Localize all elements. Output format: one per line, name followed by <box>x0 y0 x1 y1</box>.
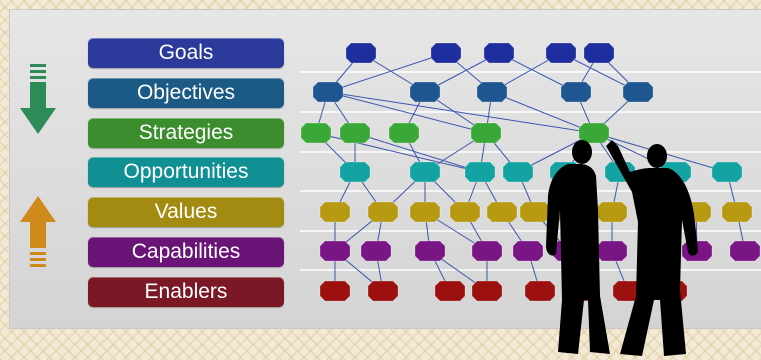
network-node-values <box>519 201 551 223</box>
layer-label-goals: Goals <box>88 38 284 68</box>
network-connector <box>354 132 481 173</box>
network-node-goals <box>483 42 515 64</box>
network-node-enablers <box>434 280 466 302</box>
network-node-values <box>721 201 753 223</box>
network-node-capabilities <box>471 240 503 262</box>
network-node-goals <box>430 42 462 64</box>
layer-label-values: Values <box>88 197 284 227</box>
network-node-values <box>319 201 351 223</box>
network-node-objectives <box>476 81 508 103</box>
network-connector <box>327 91 487 134</box>
network-node-capabilities <box>360 240 392 262</box>
network-node-objectives <box>560 81 592 103</box>
network-connector <box>327 91 595 134</box>
layer-label-objectives: Objectives <box>88 78 284 108</box>
network-node-goals <box>545 42 577 64</box>
network-node-strategies <box>578 122 610 144</box>
network-node-objectives <box>622 81 654 103</box>
person-right-silhouette <box>606 140 698 356</box>
network-node-opportunities <box>464 161 496 183</box>
layer-label-capabilities: Capabilities <box>88 237 284 267</box>
network-node-strategies <box>300 122 332 144</box>
network-node-capabilities <box>729 240 761 262</box>
network-node-values <box>367 201 399 223</box>
network-connector <box>327 52 447 93</box>
network-node-objectives <box>409 81 441 103</box>
network-node-opportunities <box>502 161 534 183</box>
network-node-capabilities <box>512 240 544 262</box>
network-node-enablers <box>319 280 351 302</box>
network-node-values <box>449 201 481 223</box>
network-node-opportunities <box>339 161 371 183</box>
network-node-capabilities <box>414 240 446 262</box>
network-node-opportunities <box>711 161 743 183</box>
layer-label-opportunities: Opportunities <box>88 157 284 187</box>
layer-label-strategies: Strategies <box>88 118 284 148</box>
network-node-goals <box>583 42 615 64</box>
network-node-opportunities <box>409 161 441 183</box>
arrow-up-icon <box>20 196 56 267</box>
network-node-values <box>486 201 518 223</box>
network-node-capabilities <box>319 240 351 262</box>
network-node-enablers <box>471 280 503 302</box>
network-node-objectives <box>312 81 344 103</box>
arrow-down-icon <box>20 64 56 134</box>
network-node-enablers <box>367 280 399 302</box>
layer-label-enablers: Enablers <box>88 277 284 307</box>
network-node-strategies <box>339 122 371 144</box>
network-node-strategies <box>470 122 502 144</box>
person-left-silhouette <box>546 140 610 354</box>
network-connector <box>491 91 595 134</box>
network-node-strategies <box>388 122 420 144</box>
network-node-enablers <box>524 280 556 302</box>
network-node-goals <box>345 42 377 64</box>
network-node-values <box>409 201 441 223</box>
